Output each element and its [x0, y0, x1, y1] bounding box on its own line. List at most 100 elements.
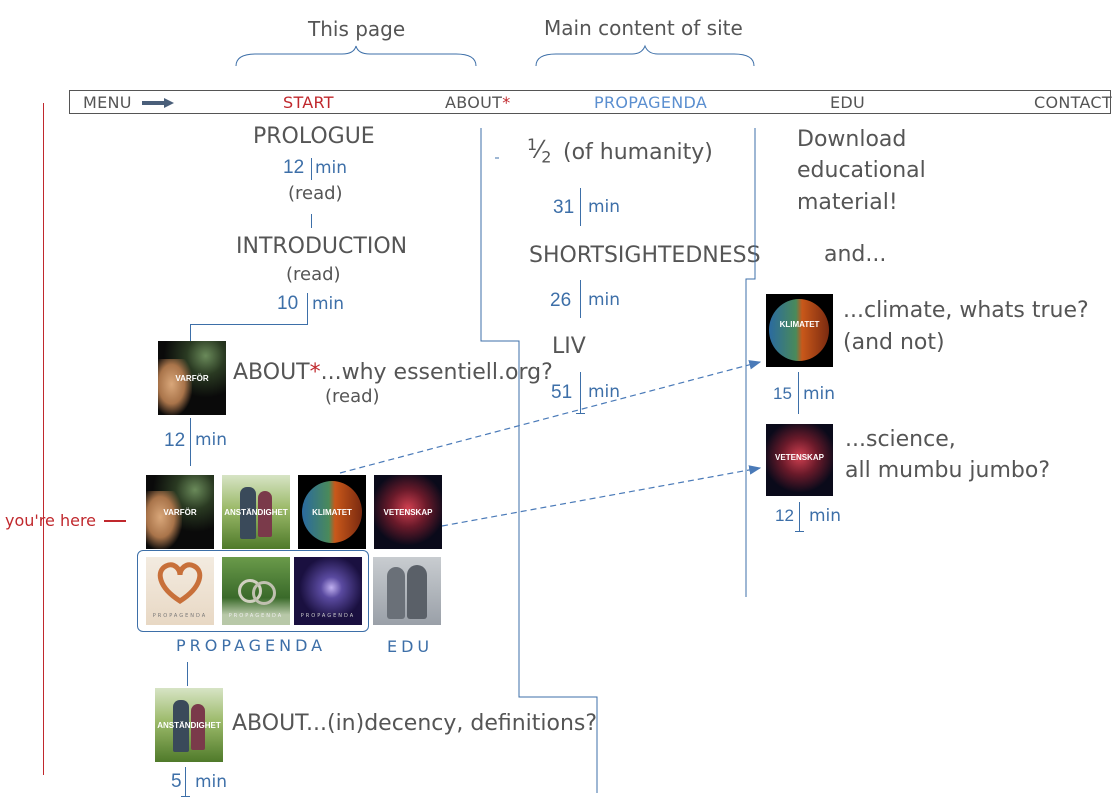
child-face-shape: [158, 359, 192, 415]
liv-unit: min: [588, 382, 621, 402]
climate-unit: min: [803, 384, 836, 404]
nav-start[interactable]: START: [283, 93, 334, 112]
download-line1[interactable]: Download: [797, 127, 907, 152]
thumb-anstandighet-about-label: ANSTÄNDIGHET: [157, 720, 221, 730]
climate-num: 15: [773, 384, 792, 403]
child-figure-left: [240, 487, 256, 539]
nav-contact[interactable]: CONTACT: [1034, 93, 1112, 112]
about-why-divider: [190, 418, 191, 466]
half-numerator: 1: [527, 135, 538, 154]
shortsightedness-num: 26: [550, 290, 572, 311]
introduction-title[interactable]: INTRODUCTION: [236, 234, 408, 259]
download-line2[interactable]: educational: [797, 158, 926, 183]
thumb-varfor-about[interactable]: VARFÖR: [158, 341, 226, 415]
liv-num: 51: [551, 382, 573, 403]
nav-about-label: ABOUT: [445, 93, 503, 112]
thumb-propagenda-heart-label: PROPAGENDA: [152, 613, 208, 619]
shortsightedness-unit: min: [588, 290, 621, 310]
nav-about-star: *: [502, 93, 511, 112]
liv-divider: [580, 372, 581, 414]
you-are-here-dash: [104, 520, 126, 522]
thumb-edu-statue[interactable]: [373, 557, 441, 625]
half-divider: [580, 188, 581, 226]
prologue-connector: [311, 214, 312, 228]
about-decency-unit: min: [195, 772, 228, 792]
ring-right: [252, 581, 276, 605]
prologue-title[interactable]: PROLOGUE: [253, 124, 375, 149]
statue-figure-left: [387, 567, 405, 619]
thumb-vetenskap-label: VETENSKAP: [383, 507, 433, 517]
thumb-anstandighet-label: ANSTÄNDIGHET: [224, 507, 288, 517]
arrow-vetenskap: [441, 465, 762, 527]
fraction-slash: ⁄: [537, 135, 542, 164]
about-decency-tick: [181, 796, 190, 797]
nav-edu[interactable]: EDU: [830, 93, 866, 112]
thumb-klimatet-col3-label: KLIMATET: [779, 320, 820, 330]
about-decency-title[interactable]: ABOUT...(in)decency, definitions?: [232, 711, 598, 736]
thumb-varfor-label: VARFÖR: [163, 507, 197, 517]
science-line2[interactable]: all mumbu jumbo?: [845, 458, 1050, 483]
nav-about[interactable]: ABOUT*: [445, 93, 511, 112]
about-decency-num: 5: [171, 771, 182, 792]
thumb-varfor[interactable]: VARFÖR: [146, 475, 214, 549]
arrow-right-icon: [142, 98, 174, 108]
climate-line1[interactable]: ...climate, whats true?: [843, 298, 1089, 323]
about-decency-divider: [185, 767, 186, 797]
child-figure-right: [191, 704, 205, 750]
nav-propagenda[interactable]: PROPAGENDA: [594, 93, 708, 112]
statue-figure-right: [407, 565, 427, 619]
half-denominator: 2: [541, 147, 552, 167]
child-figure-right: [258, 491, 272, 537]
heart-icon: [157, 562, 203, 604]
thumb-klimatet[interactable]: KLIMATET: [298, 475, 366, 549]
about-why-unit: min: [195, 430, 228, 450]
thumb-propagenda-rings[interactable]: PROPAGENDA: [222, 557, 290, 625]
thumb-klimatet-col3[interactable]: KLIMATET: [766, 294, 833, 367]
main-content-label: Main content of site: [544, 16, 743, 40]
about-why-star: *: [309, 360, 321, 385]
science-tick: [795, 531, 804, 532]
child-face-shape: [146, 491, 182, 549]
about-why-text: ...why essentiell.org?: [320, 360, 553, 385]
nav-bar: MENU START ABOUT* PROPAGENDA EDU CONTACT: [69, 90, 1112, 114]
left-red-line: [43, 103, 44, 775]
introduction-divider: [307, 293, 308, 325]
thumb-propagenda-space-label: PROPAGENDA: [300, 613, 356, 619]
thumb-propagenda-rings-label: PROPAGENDA: [228, 613, 284, 619]
introduction-connector-h: [190, 324, 308, 325]
shortsightedness-title[interactable]: SHORTSIGHTEDNESS: [529, 243, 761, 268]
brace-this-page: [235, 45, 477, 67]
science-divider: [799, 502, 800, 532]
science-line1[interactable]: ...science,: [845, 427, 956, 452]
introduction-connector-v: [190, 324, 191, 342]
thumb-vetenskap-col3[interactable]: VETENSKAP: [766, 424, 833, 496]
propagenda-label[interactable]: PROPAGENDA: [176, 636, 327, 655]
science-num: 12: [775, 506, 794, 525]
edu-label[interactable]: EDU: [387, 637, 434, 656]
thumb-varfor-about-label: VARFÖR: [175, 373, 209, 383]
science-unit: min: [809, 506, 842, 526]
thumb-anstandighet[interactable]: ANSTÄNDIGHET: [222, 475, 290, 549]
prologue-divider: [311, 158, 312, 180]
introduction-unit: min: [312, 294, 345, 314]
propagenda-group-box: [137, 550, 369, 632]
prologue-read: (read): [288, 183, 343, 204]
thumb-propagenda-heart[interactable]: PROPAGENDA: [146, 557, 214, 625]
about-why-title[interactable]: ABOUT*...why essentiell.org?: [233, 360, 553, 385]
download-line3[interactable]: material!: [797, 190, 898, 215]
climate-line2[interactable]: (and not): [843, 330, 945, 355]
arrow-klimatet: [339, 360, 762, 474]
nav-menu[interactable]: MENU: [83, 93, 132, 112]
about-why-read: (read): [325, 386, 380, 407]
thumb-klimatet-label: KLIMATET: [312, 507, 352, 517]
thumb-propagenda-space[interactable]: PROPAGENDA: [294, 557, 362, 625]
you-are-here-label: you're here: [5, 511, 97, 530]
about-why-prefix: ABOUT: [233, 360, 310, 385]
earth-globe: [769, 299, 829, 361]
half-humanity-title[interactable]: (of humanity): [563, 140, 713, 165]
liv-title[interactable]: LIV: [552, 334, 586, 359]
thumb-anstandighet-about[interactable]: ANSTÄNDIGHET: [155, 688, 223, 762]
thumb-vetenskap[interactable]: VETENSKAP: [374, 475, 442, 549]
